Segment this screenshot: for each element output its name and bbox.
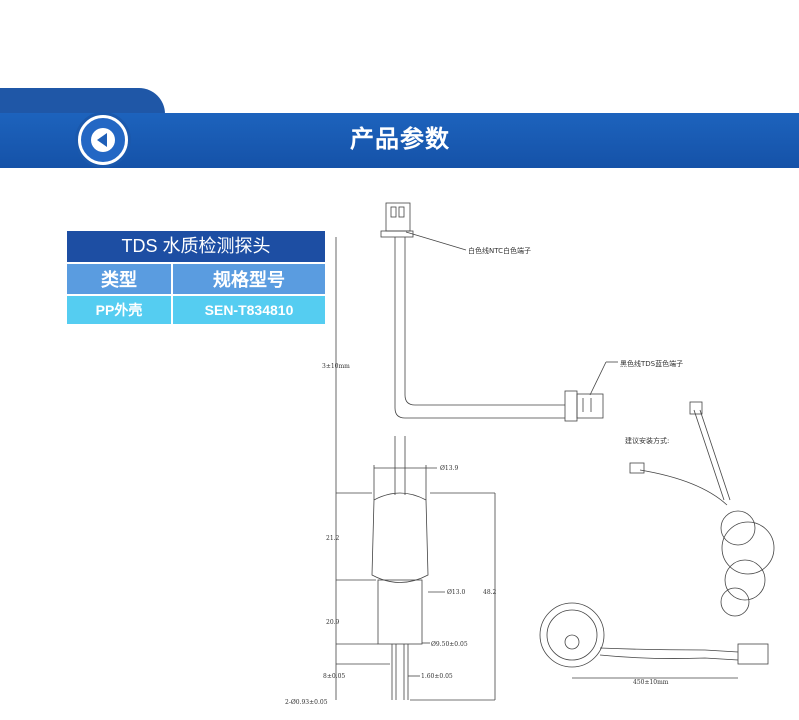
header-cell-model: 规格型号	[173, 264, 325, 294]
drawing-labels: 白色线NTC白色端子 黑色线TDS蓝色端子 建议安装方式: 3±10mm Ø13…	[285, 246, 683, 706]
dim-tip-length: 20.9	[326, 619, 340, 626]
cell-type: PP外壳	[67, 296, 173, 324]
dim-body-length: 21.2	[326, 535, 340, 542]
top-connector-shape	[385, 202, 411, 232]
dim-dia-body: Ø13.0	[447, 589, 465, 596]
cell-model: SEN-T834810	[173, 296, 325, 324]
bottom-probe-shape	[539, 602, 605, 668]
header-band: 产品参数	[0, 0, 799, 200]
callout-black-wire: 黑色线TDS蓝色端子	[620, 359, 683, 368]
install-note: 建议安装方式:	[625, 436, 669, 445]
table-row: PP外壳 SEN-T834810	[67, 296, 325, 324]
side-connector-shape	[576, 393, 604, 419]
dim-cable-length-bottom: 450±10mm	[633, 679, 669, 686]
probe-body-shape	[371, 492, 429, 583]
dim-pin-length: 8±0.05	[323, 673, 345, 680]
dim-total-length: 48.2	[483, 589, 497, 596]
spec-table: TDS 水质检测探头 类型 规格型号 PP外壳 SEN-T834810	[67, 231, 325, 324]
header-bar	[0, 113, 799, 168]
spec-table-header-row: 类型 规格型号	[67, 264, 325, 296]
technical-drawing: 白色线NTC白色端子 黑色线TDS蓝色端子 建议安装方式: 3±10mm Ø13…	[285, 202, 775, 706]
circle-arrow-left-icon	[91, 128, 115, 152]
dim-dia-top: Ø13.9	[440, 465, 458, 472]
section-title: 产品参数	[350, 126, 450, 153]
install-probe-shape	[720, 510, 756, 546]
dim-dia-tip: Ø9.50±0.05	[431, 641, 468, 648]
dim-pin-dia: 2-Ø0.93±0.05	[285, 699, 328, 706]
dim-pin-spacing: 1.60±0.05	[421, 673, 453, 680]
back-button[interactable]	[78, 115, 128, 165]
header-cell-type: 类型	[67, 264, 173, 294]
spec-table-title: TDS 水质检测探头	[67, 231, 325, 262]
dim-cable-length: 3±10mm	[322, 363, 350, 370]
top-connector-base	[380, 230, 414, 238]
callout-white-wire: 白色线NTC白色端子	[468, 246, 531, 255]
